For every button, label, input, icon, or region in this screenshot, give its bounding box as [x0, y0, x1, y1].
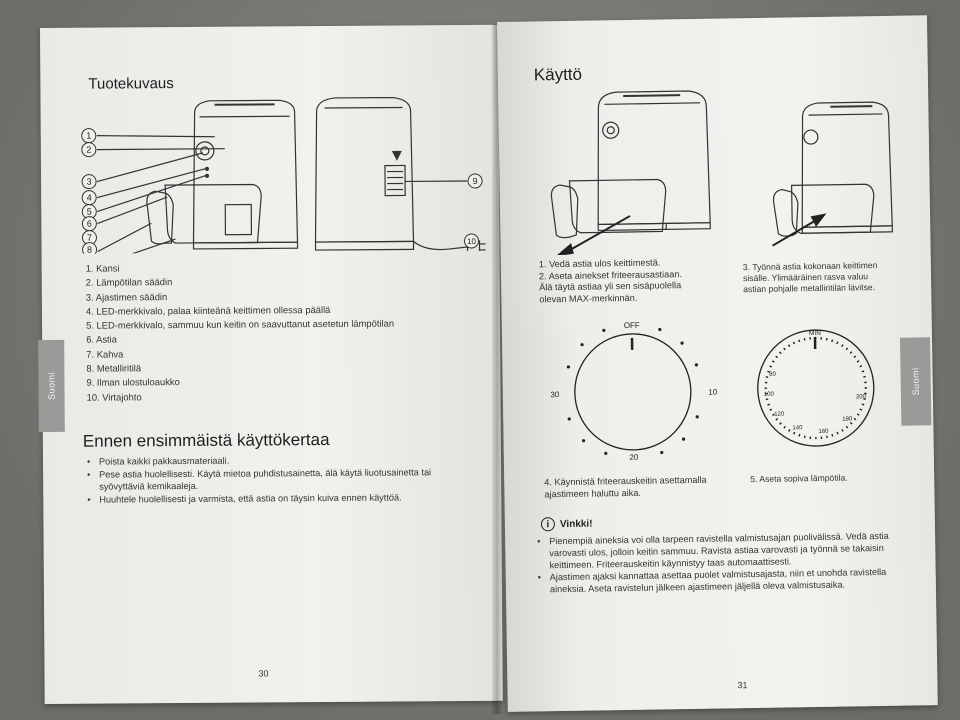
svg-text:180: 180	[842, 416, 853, 422]
air-fryer-product-diagram: 1 2 3 4 5 6 7 8 9 10	[81, 96, 486, 254]
right-page: Käyttö	[497, 15, 938, 712]
language-tab-left: Suomi	[38, 339, 65, 433]
svg-text:100: 100	[764, 392, 775, 398]
callout-markers: 1 2 3 4 5 6 7 8 9 10	[81, 128, 483, 254]
svg-text:6: 6	[87, 219, 92, 229]
timer-knob-drawing	[195, 141, 215, 161]
svg-text:5: 5	[87, 207, 92, 217]
svg-text:80: 80	[769, 372, 776, 378]
tips-list: Pienempiä aineksia voi olla tarpeen ravi…	[537, 530, 908, 596]
page-number-left: 30	[258, 668, 269, 679]
list-item: Pese astia huolellisesti. Käytä mietoa p…	[87, 466, 467, 494]
svg-text:8: 8	[87, 245, 92, 254]
usage-heading: Käyttö	[533, 64, 583, 85]
page-number-right: 31	[737, 680, 748, 691]
temperature-dial-diagram: MIN 80 100 120 140 160 180 200	[757, 329, 875, 447]
info-icon: i	[540, 517, 556, 532]
svg-text:10: 10	[467, 237, 477, 246]
timer-dial-diagram: OFF 30 10 20	[550, 321, 718, 462]
steps-1-2: 1. Vedä astia ulos keittimestä. 2. Aseta…	[538, 257, 683, 305]
list-item: 5. LED-merkkivalo, sammuu kun keitin on …	[86, 317, 395, 331]
svg-text:1: 1	[86, 131, 91, 141]
step-4: 4. Käynnistä friteerauskeitin asettamall…	[544, 474, 707, 499]
push-in-basket-illustration	[772, 101, 893, 247]
air-outlet-drawing	[384, 164, 406, 197]
svg-text:140: 140	[792, 425, 803, 431]
tip-heading: i Vinkki!	[540, 517, 593, 532]
pull-direction-arrow	[555, 215, 631, 256]
svg-text:160: 160	[818, 429, 829, 435]
svg-text:120: 120	[774, 412, 785, 418]
svg-text:9: 9	[473, 176, 478, 186]
svg-text:20: 20	[629, 453, 639, 461]
svg-text:4: 4	[87, 193, 92, 203]
svg-text:OFF: OFF	[624, 321, 640, 330]
pull-out-basket-illustration	[550, 90, 711, 256]
fryer-rear-body	[314, 96, 415, 243]
step-5: 5. Aseta sopiva lämpötila.	[750, 472, 848, 485]
list-item: Huuhtele huolellisesti ja varmista, että…	[87, 491, 467, 506]
svg-text:3: 3	[87, 177, 92, 187]
svg-text:7: 7	[87, 233, 92, 243]
language-tab-right: Suomi	[900, 337, 932, 426]
list-item: Pienempiä aineksia voi olla tarpeen ravi…	[537, 530, 908, 572]
svg-text:MIN: MIN	[809, 330, 821, 337]
step-3: 3. Työnnä astia kokonaan keittimen sisäl…	[742, 260, 878, 295]
svg-text:200: 200	[856, 394, 867, 400]
parts-list: 1. Kansi 2. Lämpötilan säädin 3. Ajastim…	[86, 260, 395, 405]
svg-text:30: 30	[550, 390, 560, 399]
before-first-use-heading: Ennen ensimmäistä käyttökertaa	[82, 429, 330, 451]
product-description-heading: Tuotekuvaus	[88, 75, 174, 93]
fryer-front-body	[192, 99, 299, 244]
before-first-use-list: Poista kaikki pakkausmateriaali. Pese as…	[87, 453, 467, 506]
list-item: Ajastimen ajaksi kannattaa asettaa puole…	[538, 566, 908, 596]
push-direction-arrow	[772, 213, 827, 247]
left-page: Tuotekuvaus	[38, 24, 503, 704]
list-item: 10. Virtajohto	[86, 390, 142, 403]
svg-text:2: 2	[86, 145, 91, 155]
book-gutter	[492, 24, 502, 714]
svg-text:10: 10	[708, 388, 718, 397]
